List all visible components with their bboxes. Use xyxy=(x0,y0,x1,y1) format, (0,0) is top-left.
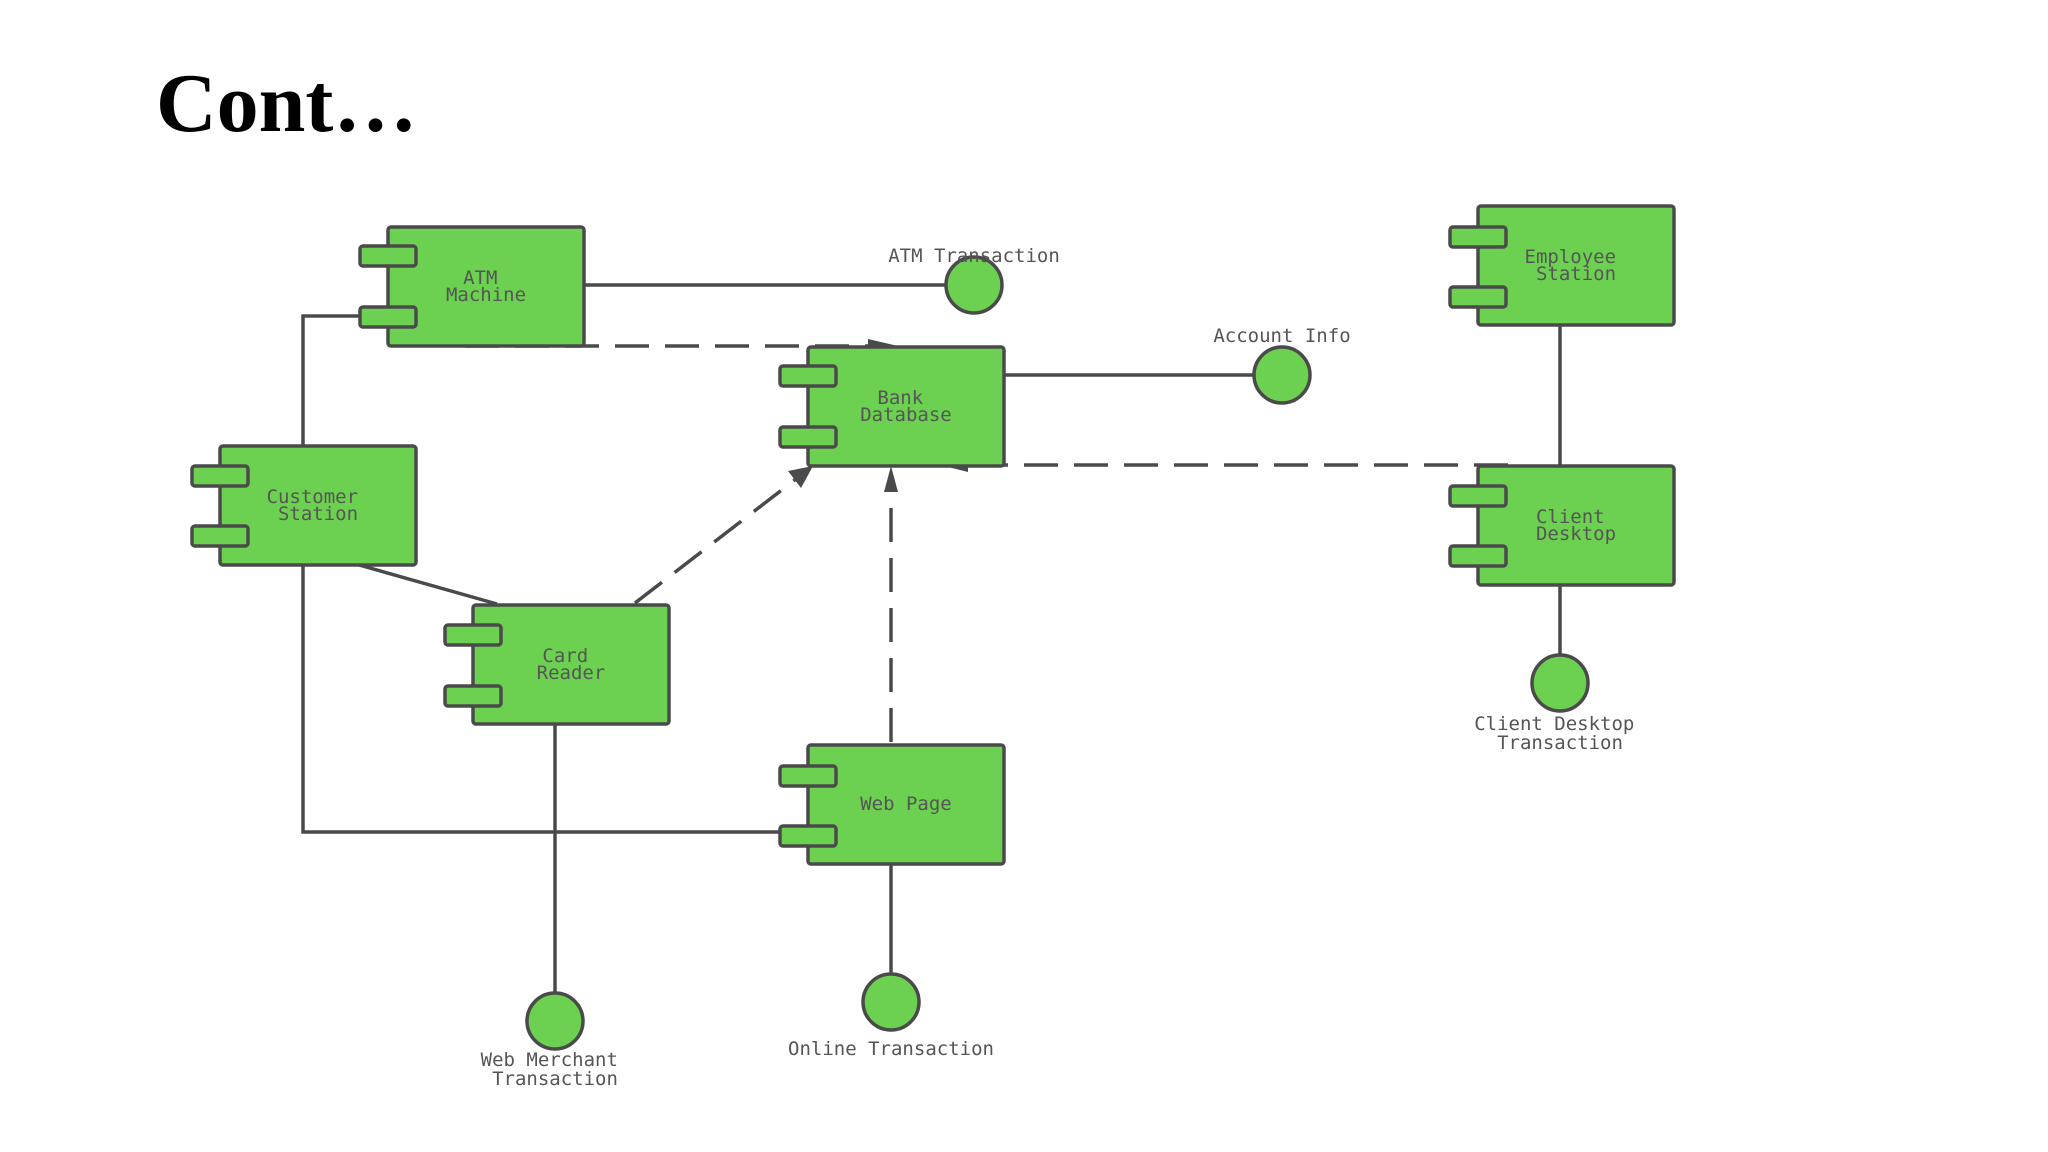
account-info-label: Account Info xyxy=(1213,325,1350,347)
component-port-tab xyxy=(190,464,250,488)
online-transaction-lollipop xyxy=(861,972,921,1032)
component-port-tab xyxy=(358,305,418,329)
component-web-page: Web Page xyxy=(778,743,1006,866)
interface-online-transaction: Online Transaction xyxy=(788,972,994,1060)
web-merchant-transaction-label: Web Merchant Transaction xyxy=(481,1049,630,1090)
component-atm-machine: ATM Machine xyxy=(358,225,586,348)
link-customer-to-card-reader xyxy=(351,561,498,606)
customer-station-label: Customer Station xyxy=(267,486,370,525)
arrowhead-web-page-to-bank xyxy=(884,466,898,492)
arrowhead-card-reader-to-bank xyxy=(788,466,813,488)
component-customer-station: Customer Station xyxy=(190,444,418,567)
link-customer-to-web-page xyxy=(301,563,785,834)
component-port-tab xyxy=(443,623,503,647)
interface-client-desktop-transaction: Client Desktop Transaction xyxy=(1474,653,1646,754)
solid-connections xyxy=(301,283,1562,1003)
component-port-tab xyxy=(778,425,838,449)
component-employee-station: Employee Station xyxy=(1448,204,1676,327)
client-desktop-label: Client Desktop xyxy=(1536,506,1616,545)
employee-station-label: Employee Station xyxy=(1525,246,1628,285)
online-transaction-label: Online Transaction xyxy=(788,1038,994,1060)
client-desktop-transaction-lollipop xyxy=(1530,653,1590,713)
slide-title: Cont… xyxy=(156,57,418,150)
component-port-tab xyxy=(443,684,503,708)
component-port-tab xyxy=(1448,544,1508,568)
dep-card-reader-to-bank xyxy=(633,477,798,605)
component-port-tab xyxy=(778,764,838,788)
interface-account-info: Account Info xyxy=(1213,325,1351,405)
bank-database-label: Bank Database xyxy=(860,387,952,426)
interface-web-merchant-transaction: Web Merchant Transaction xyxy=(481,991,630,1090)
component-card-reader: Card Reader xyxy=(443,603,671,726)
link-customer-to-atm xyxy=(301,314,365,445)
web-merchant-transaction-lollipop xyxy=(525,991,585,1051)
client-desktop-transaction-label: Client Desktop Transaction xyxy=(1474,713,1646,754)
component-client-desktop: Client Desktop xyxy=(1448,464,1676,587)
component-port-tab xyxy=(358,244,418,268)
atm-transaction-label: ATM Transaction xyxy=(888,245,1060,267)
component-port-tab xyxy=(1448,285,1508,309)
interface-atm-transaction: ATM Transaction xyxy=(888,245,1060,315)
component-port-tab xyxy=(778,364,838,388)
component-port-tab xyxy=(190,524,250,548)
card-reader-label: Card Reader xyxy=(537,645,606,684)
account-info-lollipop xyxy=(1252,345,1312,405)
web-page-label: Web Page xyxy=(860,793,952,815)
atm-machine-label: ATM Machine xyxy=(446,267,526,306)
component-bank-database: Bank Database xyxy=(778,345,1006,468)
atm-transaction-lollipop xyxy=(944,255,1004,315)
component-port-tab xyxy=(778,824,838,848)
component-port-tab xyxy=(1448,484,1508,508)
component-port-tab xyxy=(1448,225,1508,249)
